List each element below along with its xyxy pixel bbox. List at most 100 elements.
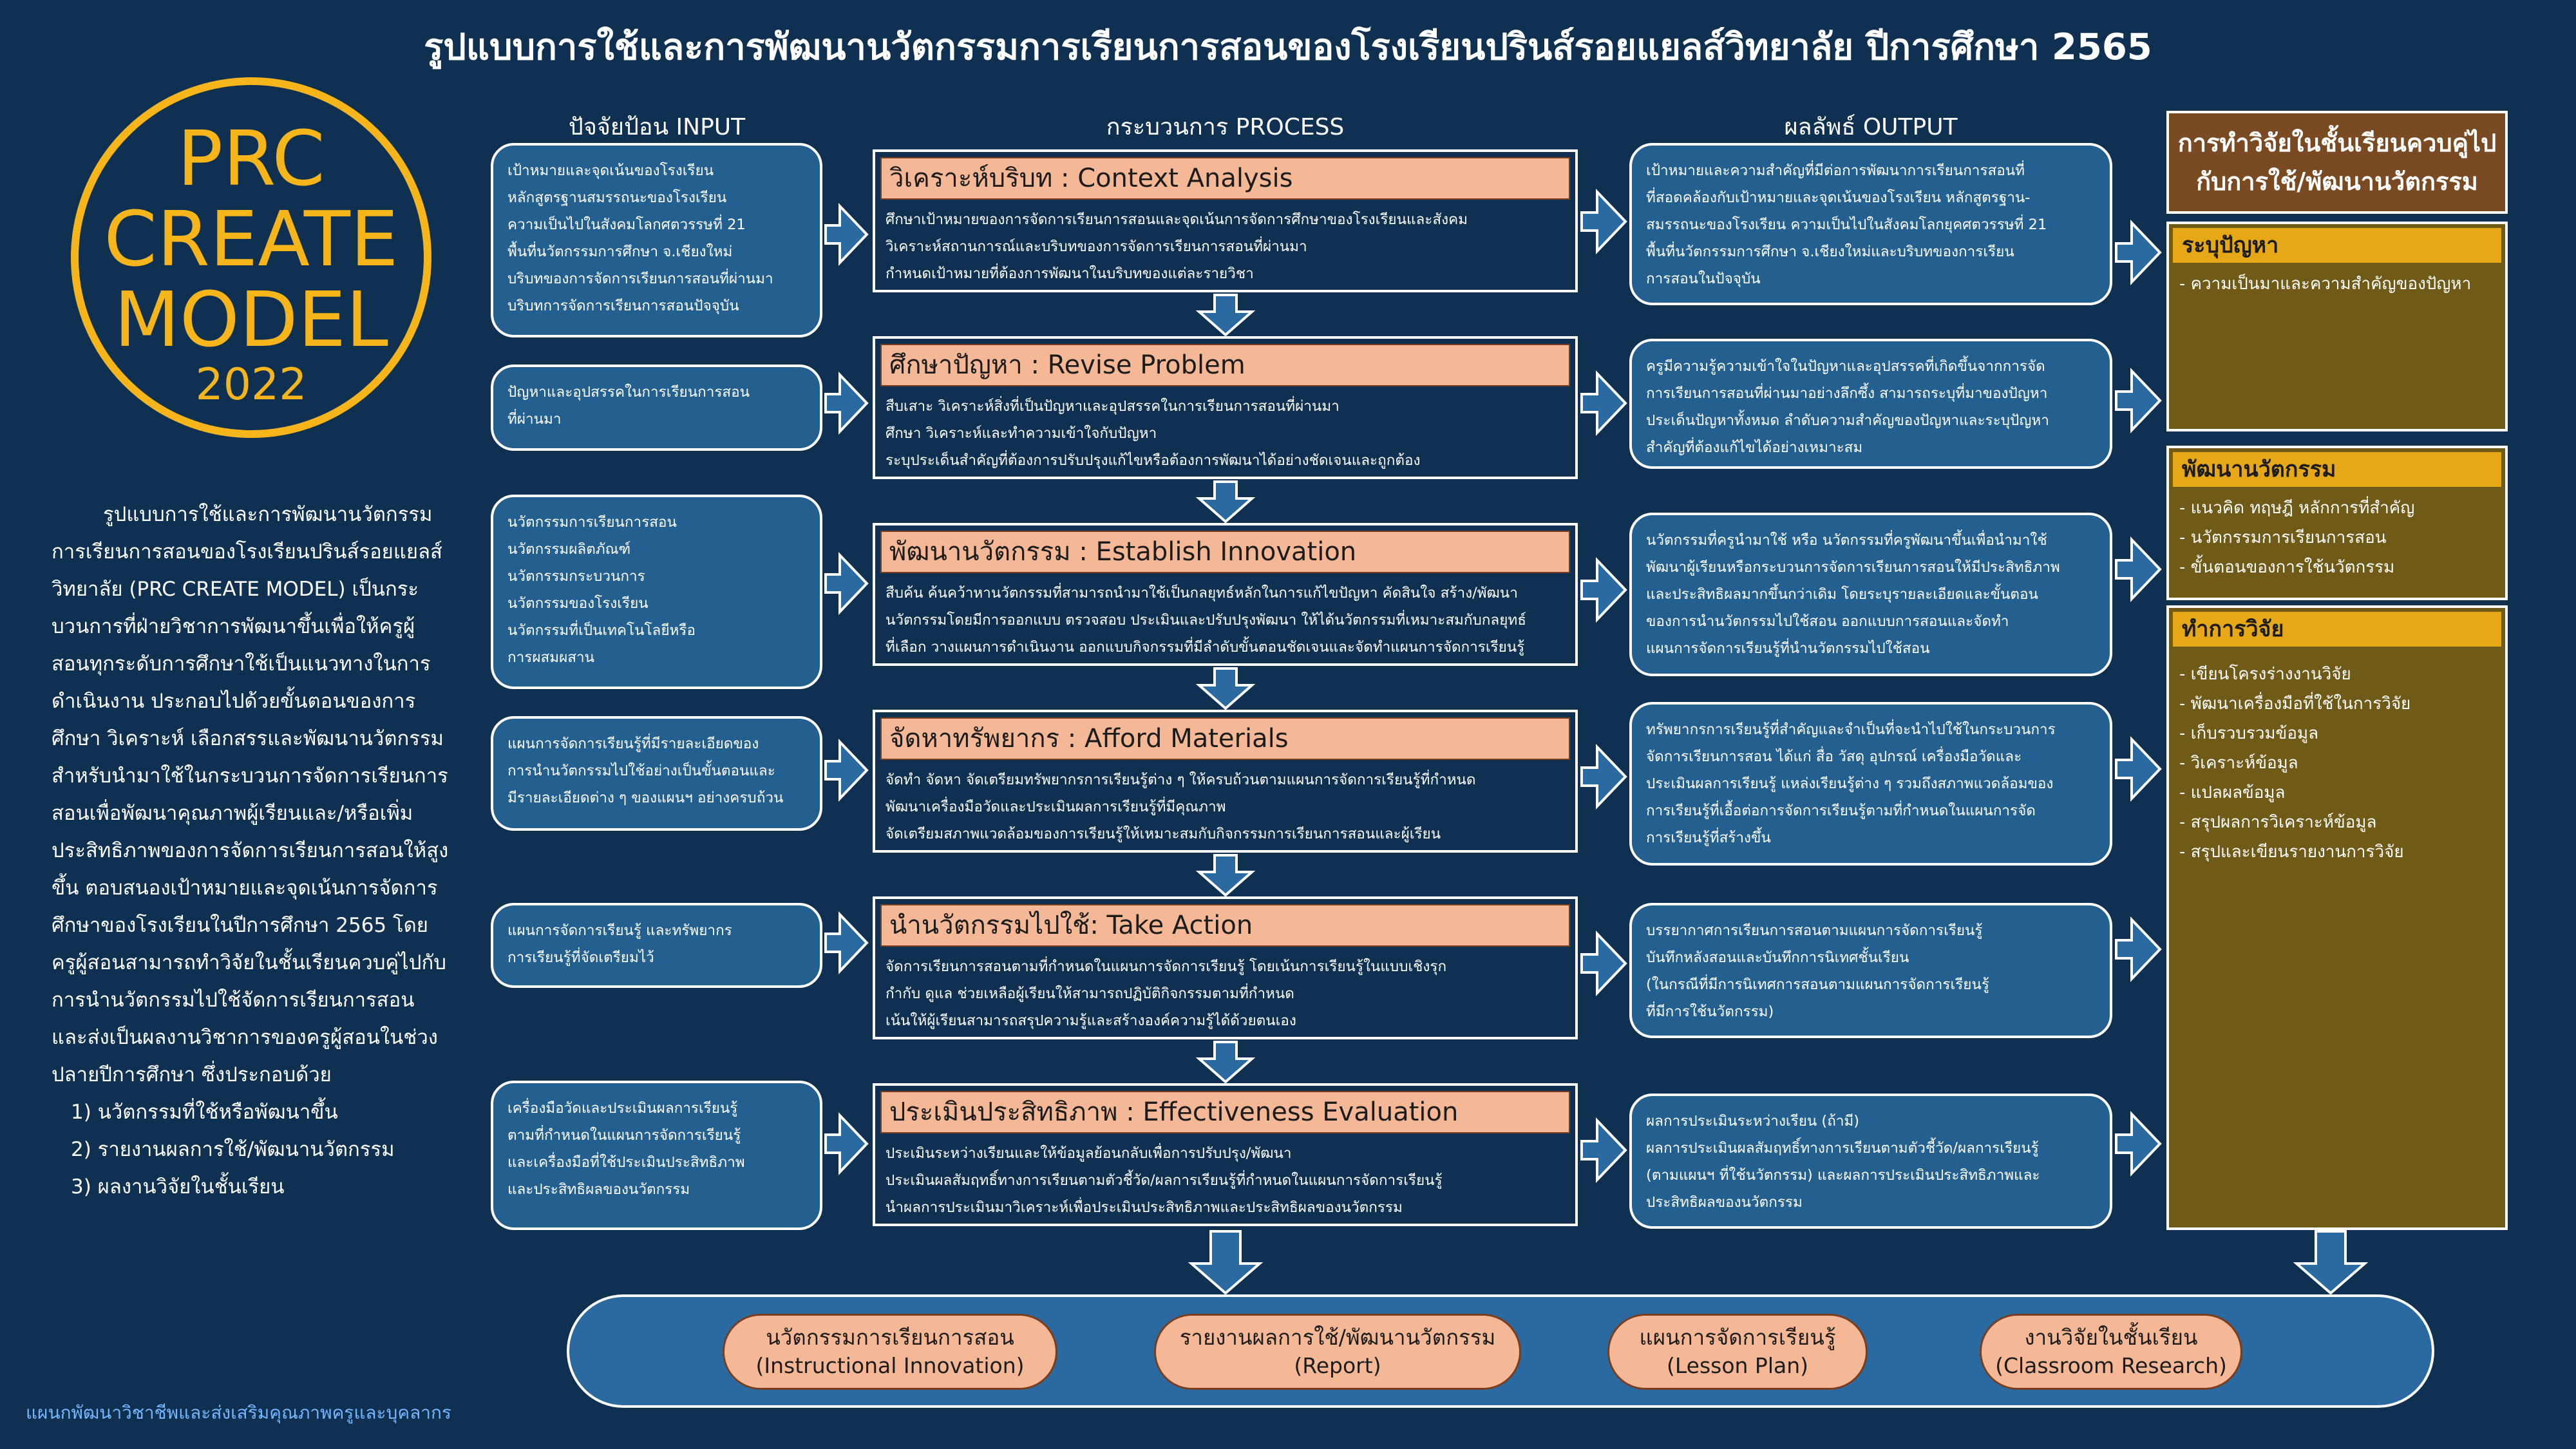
department-note: แผนกพัฒนาวิชาชีพและส่งเสริมคุณภาพครูและบ…: [26, 1402, 451, 1423]
input-text: ปัญหาและอุปสรรคในการเรียนการสอน ที่ผ่านม…: [507, 384, 750, 428]
column-header-output: ผลลัพธ์ OUTPUT: [1784, 114, 1958, 140]
arrow-right-icon: [1580, 1117, 1627, 1183]
process-body: ประเมินระหว่างเรียนและให้ข้อมูลย้อนกลับเ…: [886, 1145, 1443, 1216]
outcome-classroom-research: งานวิจัยในชั้นเรียน (Classroom Research): [1980, 1314, 2242, 1390]
description-paragraph: รูปแบบการใช้และการพัฒนานวัตกรรมการเรียนก…: [52, 503, 449, 1086]
logo-year: 2022: [195, 359, 307, 410]
list-item: แปลผลข้อมูล: [2179, 778, 2495, 808]
research-section-develop-innovation: พัฒนานวัตกรรม แนวคิด ทฤษฎี หลักการที่สำค…: [2166, 446, 2508, 600]
logo-line-1: PRC: [177, 114, 325, 203]
description-list: 1) นวัตกรรมที่ใช้หรือพัฒนาขึ้น 2) รายงาน…: [52, 1094, 451, 1206]
process-body: สืบเสาะ วิเคราะห์สิ่งที่เป็นปัญหาและอุปส…: [886, 398, 1421, 469]
research-section-list: แนวคิด ทฤษฎี หลักการที่สำคัญ นวัตกรรมการ…: [2169, 493, 2505, 582]
arrow-down-icon: [1195, 1041, 1256, 1084]
outcome-en: (Lesson Plan): [1666, 1353, 1809, 1378]
arrow-down-icon: [1195, 667, 1256, 710]
output-box-3: นวัตกรรมที่ครูนำมาใช้ หรือ นวัตกรรมที่คร…: [1629, 513, 2112, 676]
output-box-6: ผลการประเมินระหว่างเรียน (ถ้ามี) ผลการปร…: [1629, 1094, 2112, 1229]
input-box-6: เครื่องมือวัดและประเมินผลการเรียนรู้ ตาม…: [491, 1081, 822, 1230]
list-item: ขั้นตอนของการใช้นวัตกรรม: [2179, 553, 2495, 582]
research-section-header: ระบุปัญหา: [2173, 228, 2501, 263]
output-text: ทรัพยากรการเรียนรู้ที่สำคัญและจำเป็นที่จ…: [1646, 721, 2056, 846]
outcome-report: รายงานผลการใช้/พัฒนานวัตกรรม (Report): [1154, 1314, 1521, 1390]
output-text: บรรยากาศการเรียนการสอนตามแผนการจัดการเรี…: [1646, 922, 1989, 1020]
research-section-header: พัฒนานวัตกรรม: [2173, 452, 2501, 487]
outcome-en: (Instructional Innovation): [755, 1353, 1025, 1378]
arrow-right-icon: [1580, 744, 1627, 810]
arrow-down-icon: [1195, 854, 1256, 897]
list-item: วิเคราะห์ข้อมูล: [2179, 748, 2495, 778]
process-body: จัดการเรียนการสอนตามที่กำหนดในแผนการจัดก…: [886, 958, 1447, 1029]
process-body: สืบค้น ค้นคว้าหานวัตกรรมที่สามารถนำมาใช้…: [886, 585, 1526, 656]
outcome-th: รายงานผลการใช้/พัฒนานวัตกรรม: [1179, 1325, 1496, 1350]
research-section-identify-problem: ระบุปัญหา ความเป็นมาและความสำคัญของปัญหา: [2166, 222, 2508, 431]
list-item: พัฒนาเครื่องมือที่ใช้ในการวิจัย: [2179, 689, 2495, 719]
arrow-right-icon: [2115, 220, 2162, 285]
arrow-right-icon: [2115, 368, 2162, 433]
output-text: เป้าหมายและความสำคัญที่มีต่อการพัฒนาการเ…: [1646, 162, 2047, 287]
process-box-establish-innovation: พัฒนานวัตกรรม : Establish Innovation สืบ…: [873, 523, 1578, 666]
arrow-right-icon: [1580, 370, 1627, 436]
arrow-right-icon: [1580, 931, 1627, 996]
outcome-instructional-innovation: นวัตกรรมการเรียนการสอน (Instructional In…: [723, 1314, 1057, 1390]
outcome-th: นวัตกรรมการเรียนการสอน: [766, 1325, 1014, 1350]
process-box-effectiveness-evaluation: ประเมินประสิทธิภาพ : Effectiveness Evalu…: [873, 1083, 1578, 1226]
arrow-right-icon: [824, 739, 869, 802]
process-box-afford-materials: จัดหาทรัพยากร : Afford Materials จัดทำ จ…: [873, 710, 1578, 853]
description-item: 2) รายงานผลการใช้/พัฒนานวัตกรรม: [71, 1138, 395, 1161]
input-text: เป้าหมายและจุดเน้นของโรงเรียน หลักสูตรฐา…: [507, 162, 773, 314]
column-header-process: กระบวนการ PROCESS: [1106, 114, 1345, 140]
process-title: ประเมินประสิทธิภาพ : Effectiveness Evalu…: [880, 1091, 1570, 1133]
description-item: 3) ผลงานวิจัยในชั้นเรียน: [71, 1175, 285, 1198]
list-item: เขียนโครงร่างงานวิจัย: [2179, 659, 2495, 689]
process-box-revise-problem: ศึกษาปัญหา : Revise Problem สืบเสาะ วิเค…: [873, 336, 1578, 479]
input-text: นวัตกรรมการเรียนการสอน นวัตกรรมผลิตภัณฑ์…: [507, 514, 696, 666]
arrow-right-icon: [1580, 189, 1627, 254]
arrow-right-icon: [2115, 1111, 2162, 1177]
research-section-header: ทำการวิจัย: [2173, 612, 2501, 647]
process-title: วิเคราะห์บริบท : Context Analysis: [880, 157, 1570, 200]
output-box-2: ครูมีความรู้ความเข้าใจในปัญหาและอุปสรรคท…: [1629, 339, 2112, 469]
output-box-1: เป้าหมายและความสำคัญที่มีต่อการพัฒนาการเ…: [1629, 143, 2112, 305]
input-text: แผนการจัดการเรียนรู้ และทรัพยากร การเรีย…: [507, 922, 732, 966]
input-box-4: แผนการจัดการเรียนรู้ที่มีรายละเอียดของ ก…: [491, 716, 822, 831]
page-title: รูปแบบการใช้และการพัฒนานวัตกรรมการเรียนก…: [424, 26, 2152, 68]
input-box-2: ปัญหาและอุปสรรคในการเรียนการสอน ที่ผ่านม…: [491, 365, 822, 451]
arrow-right-icon: [1580, 557, 1627, 623]
list-item: สรุปและเขียนรายงานการวิจัย: [2179, 837, 2495, 867]
list-item: ความเป็นมาและความสำคัญของปัญหา: [2179, 269, 2495, 299]
logo-line-2: CREATE: [104, 194, 399, 283]
research-section-conduct-research: ทำการวิจัย เขียนโครงร่างงานวิจัย พัฒนาเค…: [2166, 605, 2508, 1230]
logo-line-3: MODEL: [114, 275, 388, 364]
arrow-right-icon: [824, 1112, 869, 1175]
outcome-en: (Classroom Research): [1995, 1353, 2227, 1378]
input-box-3: นวัตกรรมการเรียนการสอน นวัตกรรมผลิตภัณฑ์…: [491, 495, 822, 689]
process-body: ศึกษาเป้าหมายของการจัดการเรียนการสอนและจ…: [886, 211, 1468, 282]
research-section-list: ความเป็นมาและความสำคัญของปัญหา: [2169, 269, 2505, 299]
input-box-5: แผนการจัดการเรียนรู้ และทรัพยากร การเรีย…: [491, 903, 822, 988]
research-title: การทำวิจัยในชั้นเรียนควบคู่ไปกับการใช้/พ…: [2166, 111, 2508, 214]
outcome-lesson-plan: แผนการจัดการเรียนรู้ (Lesson Plan): [1607, 1314, 1868, 1390]
process-title: ศึกษาปัญหา : Revise Problem: [880, 344, 1570, 386]
output-box-4: ทรัพยากรการเรียนรู้ที่สำคัญและจำเป็นที่จ…: [1629, 702, 2112, 866]
process-box-context-analysis: วิเคราะห์บริบท : Context Analysis ศึกษาเ…: [873, 149, 1578, 292]
output-box-5: บรรยากาศการเรียนการสอนตามแผนการจัดการเรี…: [1629, 903, 2112, 1038]
process-box-take-action: นำนวัตกรรมไปใช้: Take Action จัดการเรียน…: [873, 896, 1578, 1039]
process-title: นำนวัตกรรมไปใช้: Take Action: [880, 904, 1570, 947]
list-item: แนวคิด ทฤษฎี หลักการที่สำคัญ: [2179, 493, 2495, 523]
list-item: เก็บรวบรวมข้อมูล: [2179, 719, 2495, 748]
input-text: เครื่องมือวัดและประเมินผลการเรียนรู้ ตาม…: [507, 1100, 745, 1198]
output-text: ผลการประเมินระหว่างเรียน (ถ้ามี) ผลการปร…: [1646, 1113, 2040, 1211]
input-box-1: เป้าหมายและจุดเน้นของโรงเรียน หลักสูตรฐา…: [491, 143, 822, 337]
arrow-down-icon: [2293, 1230, 2369, 1295]
research-section-list: เขียนโครงร่างงานวิจัย พัฒนาเครื่องมือที่…: [2169, 659, 2505, 867]
model-description: รูปแบบการใช้และการพัฒนานวัตกรรมการเรียนก…: [52, 496, 451, 1206]
output-text: นวัตกรรมที่ครูนำมาใช้ หรือ นวัตกรรมที่คร…: [1646, 532, 2060, 657]
outcome-th: งานวิจัยในชั้นเรียน: [2024, 1325, 2198, 1350]
output-text: ครูมีความรู้ความเข้าใจในปัญหาและอุปสรรคท…: [1646, 358, 2049, 456]
arrow-right-icon: [2115, 916, 2162, 982]
arrow-right-icon: [2115, 736, 2162, 802]
arrow-right-icon: [824, 372, 869, 435]
column-header-input: ปัจจัยป้อน INPUT: [568, 114, 746, 140]
